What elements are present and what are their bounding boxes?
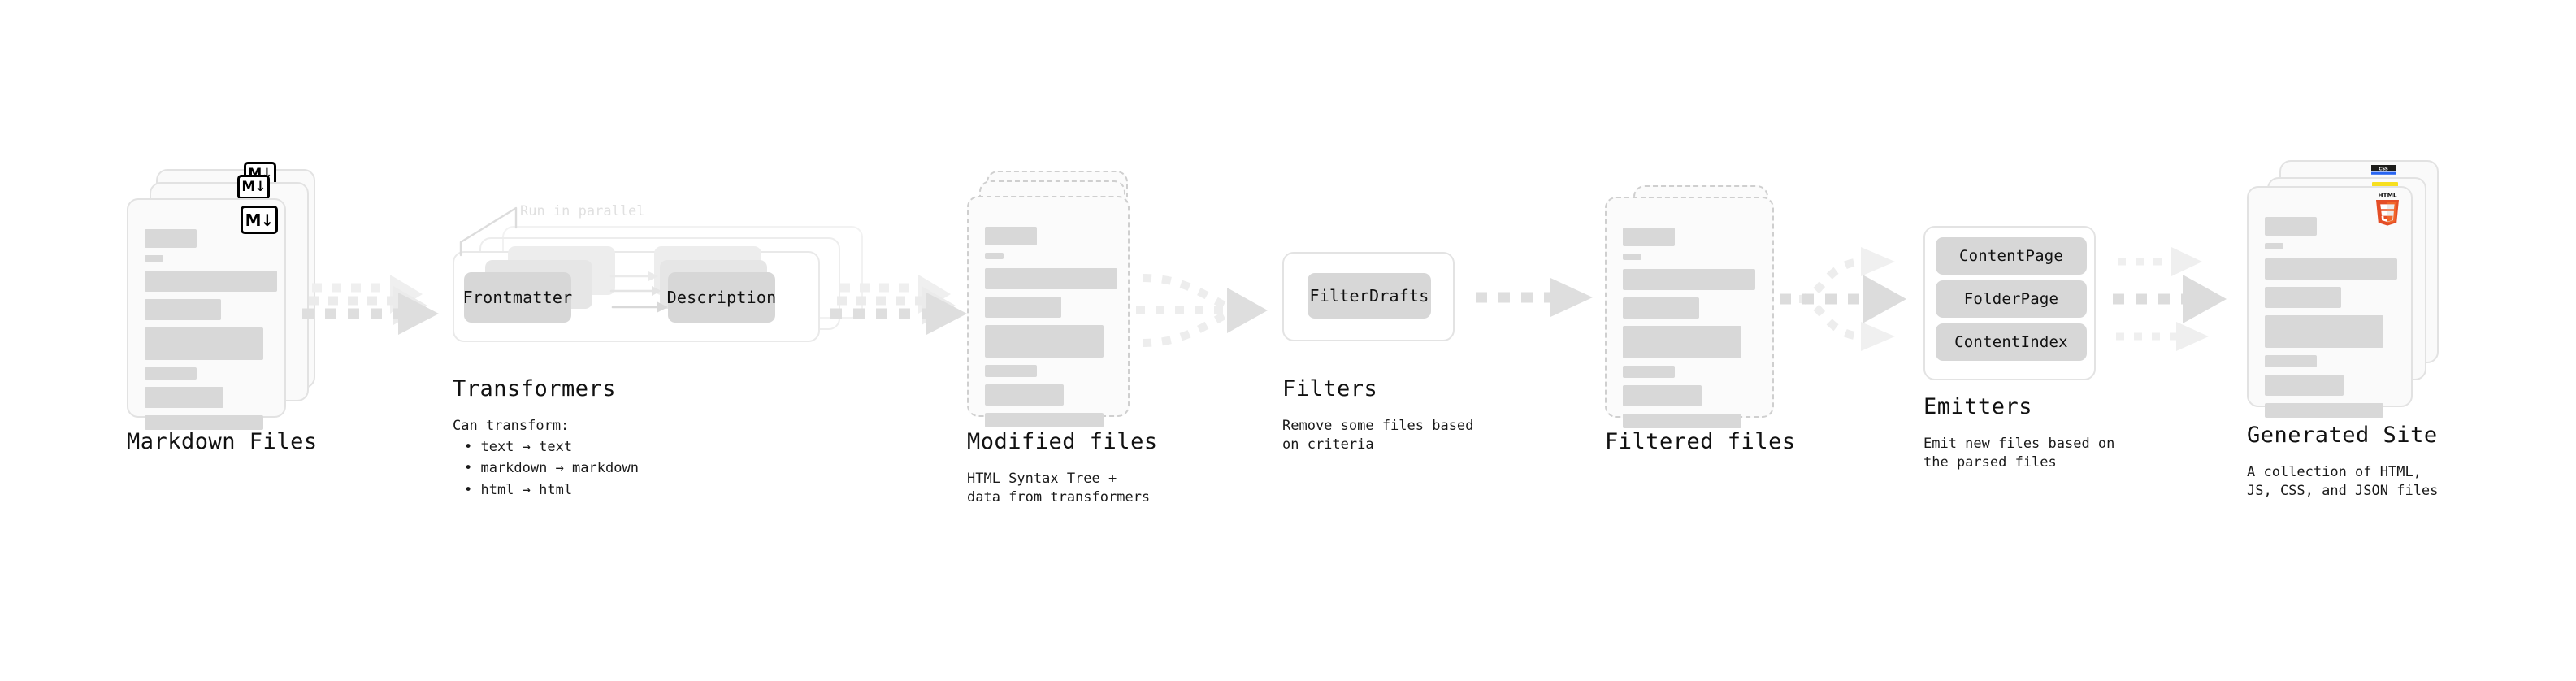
- generated-site-title: Generated Site: [2247, 423, 2438, 448]
- filters-title: Filters: [1282, 376, 1378, 401]
- css3-icon: CSS: [2371, 165, 2396, 175]
- transformers-bullet-2: • html → html: [464, 482, 573, 498]
- transformers-bullet-1: • markdown → markdown: [464, 460, 639, 476]
- markdown-card-front: [127, 198, 286, 430]
- transformer-pill-frontmatter[interactable]: Frontmatter: [463, 272, 572, 323]
- arrow-transformers-to-modified: [830, 275, 967, 335]
- modified-files-subtitle: HTML Syntax Tree + data from transformer…: [967, 471, 1151, 506]
- filters-subtitle: Remove some files based on criteria: [1282, 418, 1474, 453]
- arrow-filtered-to-emitters: [1780, 247, 1906, 351]
- markdown-card-content: [145, 229, 277, 437]
- emitter-pill-contentindex[interactable]: ContentIndex: [1936, 323, 2087, 361]
- html5-icon: HTML: [2376, 192, 2399, 226]
- emitter-pill-folderpage[interactable]: FolderPage: [1936, 280, 2087, 318]
- markdown-files-title: Markdown Files: [127, 429, 318, 454]
- transformers-subtitle: Can transform:: [453, 418, 570, 434]
- filtered-files-title: Filtered files: [1605, 429, 1796, 454]
- transformer-inner-arrows: [609, 271, 668, 313]
- emitters-subtitle: Emit new files based on the parsed files: [1923, 436, 2115, 471]
- markdown-icon-back-1: M↓: [237, 175, 270, 200]
- transformers-title: Transformers: [453, 376, 617, 401]
- filtered-card-front: [1605, 197, 1774, 428]
- run-in-parallel-bracket: [459, 206, 518, 257]
- emitter-pill-contentpage[interactable]: ContentPage: [1936, 237, 2087, 275]
- svg-text:CSS: CSS: [2379, 167, 2388, 171]
- arrow-markdown-to-transformers: [302, 275, 439, 335]
- markdown-icon-front: M↓: [241, 206, 278, 234]
- transformers-bullet-0: • text → text: [464, 439, 573, 455]
- emitters-title: Emitters: [1923, 394, 2033, 419]
- modified-card-content: [985, 227, 1117, 435]
- generated-site-subtitle: A collection of HTML, JS, CSS, and JSON …: [2247, 464, 2439, 500]
- svg-text:HTML: HTML: [2378, 192, 2397, 199]
- modified-card-front: [967, 196, 1130, 427]
- modified-files-title: Modified files: [967, 429, 1158, 454]
- filtered-card-content: [1623, 228, 1759, 436]
- arrow-modified-to-filters: [1136, 274, 1268, 347]
- transformer-pill-description[interactable]: Description: [667, 272, 776, 323]
- arrow-emitters-to-site: [2113, 247, 2227, 351]
- run-in-parallel-label: Run in parallel: [520, 203, 645, 219]
- filter-pill-filterdrafts[interactable]: FilterDrafts: [1308, 273, 1431, 319]
- arrow-filters-to-filtered: [1476, 278, 1593, 317]
- site-card-content: [2265, 217, 2398, 425]
